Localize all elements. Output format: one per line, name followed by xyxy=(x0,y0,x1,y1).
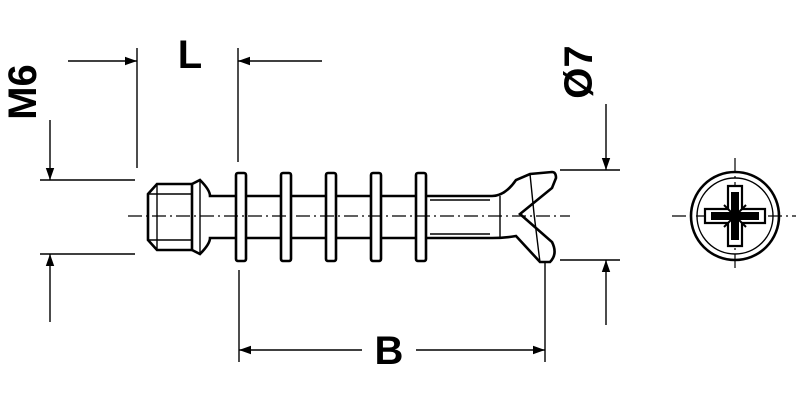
rib-3 xyxy=(324,171,338,263)
shank-and-head xyxy=(426,170,558,264)
stub-neck xyxy=(191,178,236,256)
pozi-drive-head-icon xyxy=(703,184,767,248)
head-inner-circle xyxy=(696,177,774,255)
rib-2 xyxy=(279,171,293,263)
label-m6: M6 xyxy=(1,64,45,120)
rib-5 xyxy=(414,171,428,263)
label-diameter: Ø7 xyxy=(557,45,601,98)
dimension-b: B xyxy=(238,262,546,373)
dimension-l: L xyxy=(68,33,322,168)
label-l: L xyxy=(178,33,202,77)
label-b: B xyxy=(375,329,404,373)
connector-bolt-side-view xyxy=(128,170,570,264)
dimension-m6: M6 xyxy=(1,64,135,322)
rib-4 xyxy=(369,171,383,263)
head-end-view xyxy=(672,158,796,272)
head-cone-line xyxy=(529,173,541,263)
dimension-diameter: Ø7 xyxy=(557,45,620,325)
head-outer-circle xyxy=(689,170,781,262)
rib-1 xyxy=(234,171,248,263)
rib-core xyxy=(246,194,416,240)
